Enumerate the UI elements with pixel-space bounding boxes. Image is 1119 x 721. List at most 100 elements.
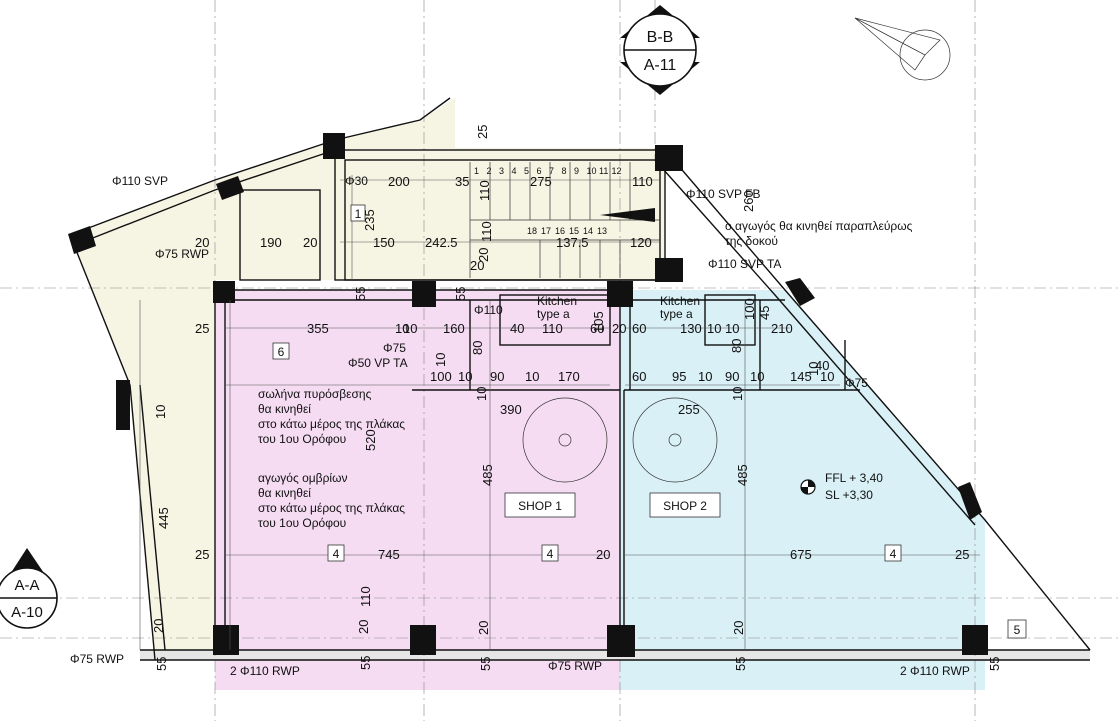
tag-6: 6 [278,345,285,359]
note-fire-2: θα κινηθεί [258,402,311,416]
dim-text: 55 [353,287,368,301]
dim-text: 95 [672,369,686,384]
pipe-rwp75-left: Φ75 RWP [70,652,124,666]
dim-text: 110 [542,321,563,336]
column [607,281,633,307]
column [410,625,436,655]
stair-step-number: 18 [527,226,537,236]
dim-text: 745 [378,547,400,562]
dim-text: 10 [698,369,712,384]
dim-text: 10 [153,405,168,419]
dim-text: 105 [591,311,606,333]
column [655,145,683,171]
pipe-phi75-b: Φ75 [845,376,868,390]
pipe-svp-ta: Φ110 SVP TA [708,257,781,271]
stair-step-number: 12 [612,166,622,176]
note-fire-4: του 1ου Ορόφου [258,432,346,446]
room-labels: SHOP 1 SHOP 2 Kitchen type a Kitchen typ… [504,294,721,518]
stair-step-number: 14 [583,226,593,236]
pipe-svp-fb: Φ110 SVP FB [686,187,761,201]
tag-5: 5 [1014,623,1021,637]
stair-step-number: 11 [599,166,608,176]
section-bb-top: B-B [647,29,674,46]
dim-text: 25 [955,547,969,562]
level-sl: SL +3,30 [825,488,873,502]
dim-text: 20 [303,235,317,250]
column [216,176,244,200]
kitchen1-label-line1: Kitchen [537,294,577,308]
tags: 1 4 4 4 5 6 [272,204,1027,639]
stair-step-number: 3 [499,166,504,176]
pipe-svp-left: Φ110 SVP [112,174,168,188]
dim-text: 90 [490,369,504,384]
dim-text: 90 [725,369,739,384]
dim-text: 110 [632,174,653,189]
dim-text: 25 [195,547,209,562]
dimension-lines [139,175,980,650]
column [962,625,988,655]
column [68,226,96,254]
pipe-vp-ta: Φ50 VP TA [348,356,408,370]
kitchen2-label-line1: Kitchen [660,294,700,308]
cream-area-left [70,180,215,660]
dim-text: 10 [730,387,745,401]
note-rain-1: αγωγός ομβρίων [258,471,347,485]
dim-text: 20 [476,621,491,635]
level-mark: FFL + 3,40 SL +3,30 [800,471,883,502]
dim-text: 60 [632,369,646,384]
dim-text: 242.5 [425,235,458,250]
dim-text: 20 [470,258,484,273]
dim-text: 110 [479,221,494,242]
dim-text: 10 [458,369,472,384]
dim-text: 55 [987,657,1002,671]
stair-step-number: 15 [569,226,579,236]
dim-text: 150 [373,235,395,250]
dim-text: 10 [474,387,489,401]
dim-text: 20 [151,619,166,633]
pipe-phi30: Φ30 [345,174,368,188]
tag-4a: 4 [333,547,340,561]
dim-text: 130 [680,321,702,336]
pipe-rwp75-top: Φ75 RWP [155,247,209,261]
dim-text: 80 [470,341,485,355]
section-bb-bottom: A-11 [644,57,677,74]
kitchen2-label-line2: type a [660,307,693,321]
dim-text: 110 [477,180,492,201]
dim-text: 40 [510,321,524,336]
dim-text: 170 [558,369,580,384]
column [213,281,235,303]
dim-text: 20 [476,248,491,262]
note-duct-1: ο αγωγός θα κινηθεί παραπλεύρως [725,219,913,233]
dim-text: 20 [195,235,209,250]
columns [68,133,988,657]
note-fire-1: σωλήνα πυρόσβεσης [258,387,372,401]
pipe-labels: Φ110 SVP Φ110 SVP FB Φ110 SVP TA Φ75 RWP… [70,174,970,678]
dim-text: 20 [596,547,610,562]
column [785,278,815,306]
dim-text: 110 [358,586,373,607]
note-fire-3: στο κάτω μέρος της πλάκας [258,417,405,431]
stair-step-number: 10 [587,166,597,176]
dim-text: 60 [590,321,604,336]
spiral-stairs [522,397,718,483]
dim-text: 190 [260,235,282,250]
column [323,133,345,159]
note-duct-2: της δοκού [725,234,778,248]
dim-text: 485 [480,464,495,486]
stair-arrow [600,208,655,222]
dim-text: 445 [156,507,171,529]
dim-text: 55 [358,656,373,670]
pipe-rwp75-mid: Φ75 RWP [548,659,602,673]
dim-text: 160 [443,321,465,336]
column [958,482,982,520]
stair-treads [469,162,660,278]
dim-text: 55 [478,657,493,671]
stair-step-number: 17 [541,226,551,236]
shop1-label: SHOP 1 [518,499,562,513]
tag-4c: 4 [890,547,897,561]
dim-text: 10 [403,321,417,336]
stair-step-number: 2 [487,166,492,176]
notes: σωλήνα πυρόσβεσης θα κινηθεί στο κάτω μέ… [258,219,913,530]
